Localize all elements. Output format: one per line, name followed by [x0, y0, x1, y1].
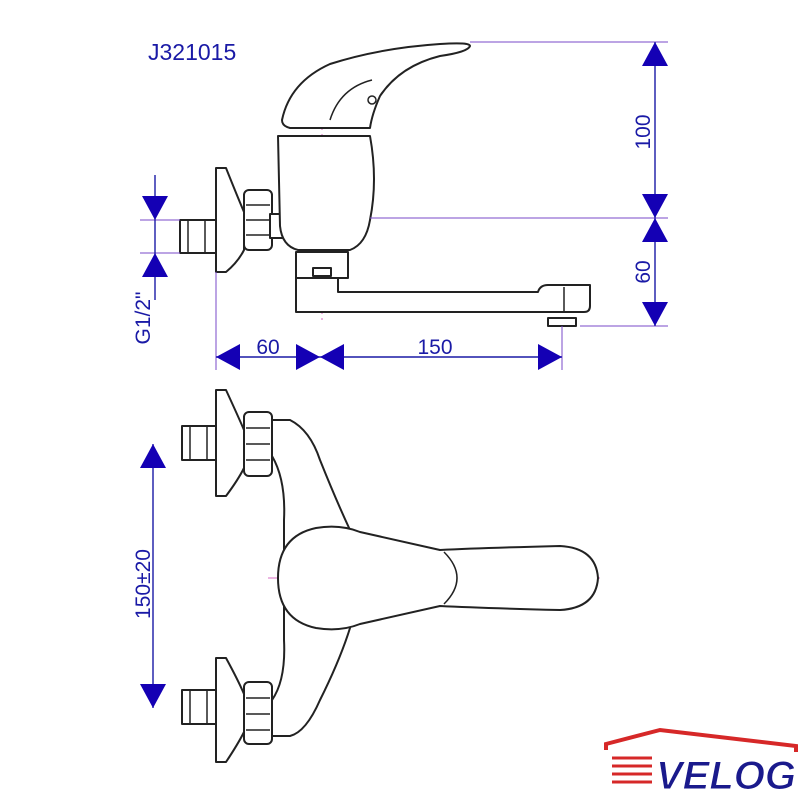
brand-name: VELOG	[656, 754, 796, 798]
arrow-down	[642, 302, 668, 326]
arrow-up	[142, 253, 168, 277]
velog-logo: VELOG	[604, 727, 798, 799]
faucet-body	[277, 135, 375, 251]
dimension-spout-drop: 60	[580, 218, 668, 327]
inlet-thread-label: G1/2"	[132, 292, 155, 345]
dimension-inlet-thread: G1/2"	[132, 175, 180, 344]
lever-handle	[281, 42, 471, 129]
inlet-pipe	[179, 219, 217, 254]
arrow-left	[320, 344, 344, 370]
arrow-up	[642, 42, 668, 66]
arrow-left	[216, 344, 240, 370]
top-view	[181, 389, 600, 763]
spout	[295, 277, 591, 313]
model-code: J321015	[148, 39, 236, 65]
arrow-up	[642, 218, 668, 242]
lower-inlet-pipe	[181, 689, 217, 725]
arrow-up	[140, 444, 166, 468]
arrow-right	[296, 344, 320, 370]
lever-top	[277, 525, 599, 631]
lower-inlet-nut	[243, 681, 273, 745]
arrow-down	[142, 196, 168, 220]
aerator	[547, 317, 577, 327]
lower-wall-flange	[215, 657, 245, 763]
dimension-inlet-spacing: 150±20	[132, 444, 166, 708]
arrow-down	[642, 194, 668, 218]
wall-offset-label: 60	[256, 336, 279, 359]
arrow-down	[140, 684, 166, 708]
dimension-lever-height: 100	[370, 41, 668, 219]
spout-drop-label: 60	[632, 260, 655, 283]
side-view	[179, 42, 591, 327]
spout-reach-label: 150	[417, 336, 452, 359]
wall-flange	[215, 167, 245, 273]
upper-inlet-pipe	[181, 425, 217, 461]
upper-wall-flange	[215, 389, 245, 497]
logo-roof	[604, 727, 798, 752]
arrow-right	[538, 344, 562, 370]
inlet-spacing-label: 150±20	[132, 549, 155, 619]
dimension-horizontal: 60 150	[215, 272, 563, 370]
lever-height-label: 100	[632, 114, 655, 149]
